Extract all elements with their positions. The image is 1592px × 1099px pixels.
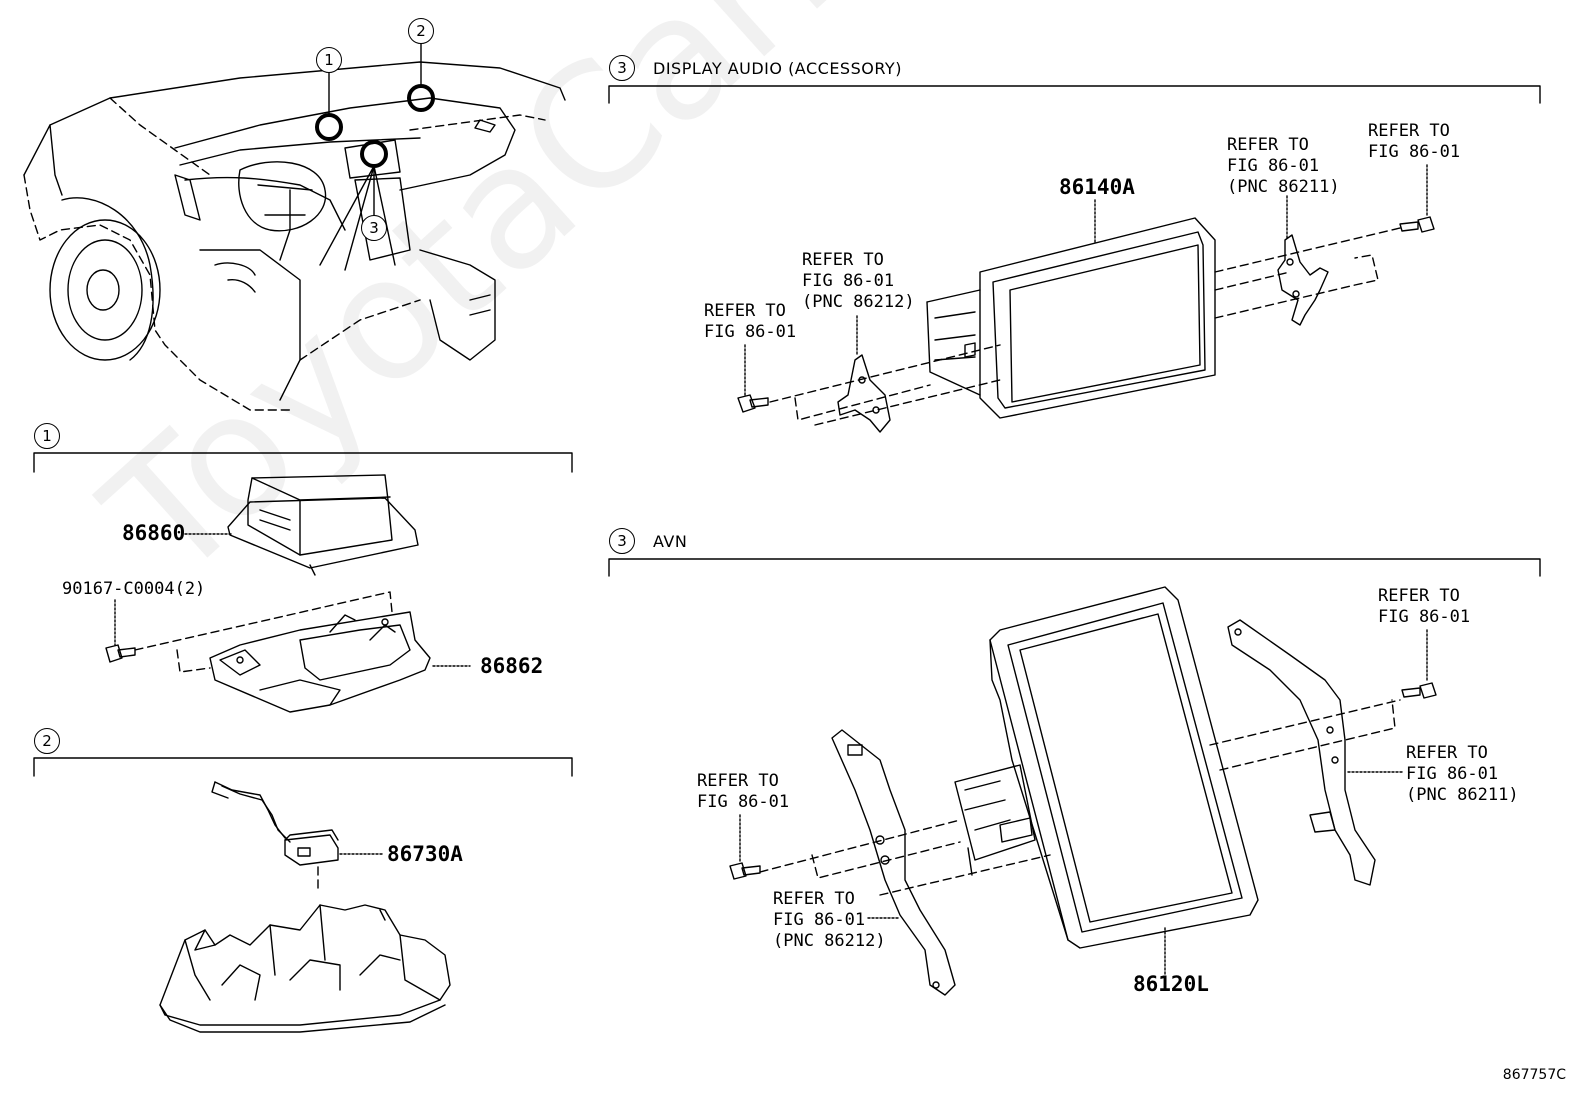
section-3a-circle: 3 xyxy=(609,55,635,81)
ref-3a-bracket-right[interactable]: REFER TO FIG 86-01 (PNC 86211) xyxy=(1227,135,1340,198)
ecu-86860-drawing xyxy=(227,474,419,576)
avn-bolt-left-drawing xyxy=(729,862,761,880)
ref-3b-bracket-left[interactable]: REFER TO FIG 86-01 (PNC 86212) xyxy=(773,889,886,952)
ref-3a-bolt-left[interactable]: REFER TO FIG 86-01 xyxy=(704,301,796,343)
bolt-90167-drawing xyxy=(105,644,136,663)
avn-bolt-right-drawing xyxy=(1401,682,1437,699)
ref-line: REFER TO xyxy=(802,250,884,270)
vehicle-interior-overview xyxy=(23,43,566,411)
sensor-86730A-drawing xyxy=(211,781,339,866)
overview-marker-1: 1 xyxy=(316,47,342,73)
section-1-circle: 1 xyxy=(34,423,60,449)
ref-line: FIG 86-01 xyxy=(1368,142,1461,162)
avn-bracket-right-drawing xyxy=(1227,619,1376,886)
ref-line: FIG 86-01 xyxy=(773,910,866,930)
ref-line: (PNC 86212) xyxy=(773,931,886,951)
ref-line: FIG 86-01 xyxy=(802,271,895,291)
ref-line: REFER TO xyxy=(1227,135,1309,155)
display-86120L-drawing xyxy=(954,586,1259,949)
section-3b-circle: 3 xyxy=(609,528,635,554)
part-number-90167-c0004[interactable]: 90167-C0004(2) xyxy=(62,579,206,599)
ref-line: (PNC 86211) xyxy=(1227,177,1340,197)
overview-marker-2: 2 xyxy=(408,18,434,44)
diagram-code: 867757C xyxy=(1502,1067,1566,1083)
bracket-86862-drawing xyxy=(209,611,431,713)
section-3a-frame xyxy=(608,85,1541,104)
ref-line: REFER TO xyxy=(1378,586,1460,606)
ref-3b-bolt-left[interactable]: REFER TO FIG 86-01 xyxy=(697,771,789,813)
avn-bracket-left-drawing xyxy=(831,729,956,996)
ref-line: FIG 86-01 xyxy=(1406,764,1499,784)
ref-3b-bolt-right[interactable]: REFER TO FIG 86-01 xyxy=(1378,586,1470,628)
ref-line: REFER TO xyxy=(1368,121,1450,141)
ref-3a-bracket-left[interactable]: REFER TO FIG 86-01 (PNC 86212) xyxy=(802,250,915,313)
ref-line: REFER TO xyxy=(704,301,786,321)
ref-3a-bolt-right[interactable]: REFER TO FIG 86-01 xyxy=(1368,121,1460,163)
section-2-circle: 2 xyxy=(34,728,60,754)
section-2-frame xyxy=(33,757,573,777)
section-3b-title: AVN xyxy=(653,532,688,551)
ref-line: FIG 86-01 xyxy=(697,792,790,812)
part-number-86120L[interactable]: 86120L xyxy=(1133,972,1209,996)
part-number-86730A[interactable]: 86730A xyxy=(387,842,463,866)
ref-line: FIG 86-01 xyxy=(1227,156,1320,176)
ref-line: FIG 86-01 xyxy=(704,322,797,342)
ref-3b-bracket-right[interactable]: REFER TO FIG 86-01 (PNC 86211) xyxy=(1406,743,1519,806)
ref-line: FIG 86-01 xyxy=(1378,607,1471,627)
display-audio-bracket-left-drawing xyxy=(837,354,891,433)
section-1-frame xyxy=(33,452,573,473)
part-number-86860[interactable]: 86860 xyxy=(122,521,186,545)
ref-line: REFER TO xyxy=(773,889,855,909)
display-audio-bolt-right-drawing xyxy=(1399,216,1435,233)
section-3b-frame xyxy=(608,558,1541,577)
display-86140A-drawing xyxy=(926,217,1216,419)
ref-line: (PNC 86212) xyxy=(802,292,915,312)
section-3a-title: DISPLAY AUDIO (ACCESSORY) xyxy=(653,59,902,78)
part-number-86140A[interactable]: 86140A xyxy=(1059,175,1135,199)
display-audio-bracket-right-drawing xyxy=(1277,234,1329,326)
part-number-86862[interactable]: 86862 xyxy=(480,654,544,678)
overview-marker-3: 3 xyxy=(361,215,387,241)
ref-line: REFER TO xyxy=(1406,743,1488,763)
display-audio-bolt-left-drawing xyxy=(737,394,769,413)
ref-line: REFER TO xyxy=(697,771,779,791)
overhead-console-drawing xyxy=(159,904,451,1033)
ref-line: (PNC 86211) xyxy=(1406,785,1519,805)
